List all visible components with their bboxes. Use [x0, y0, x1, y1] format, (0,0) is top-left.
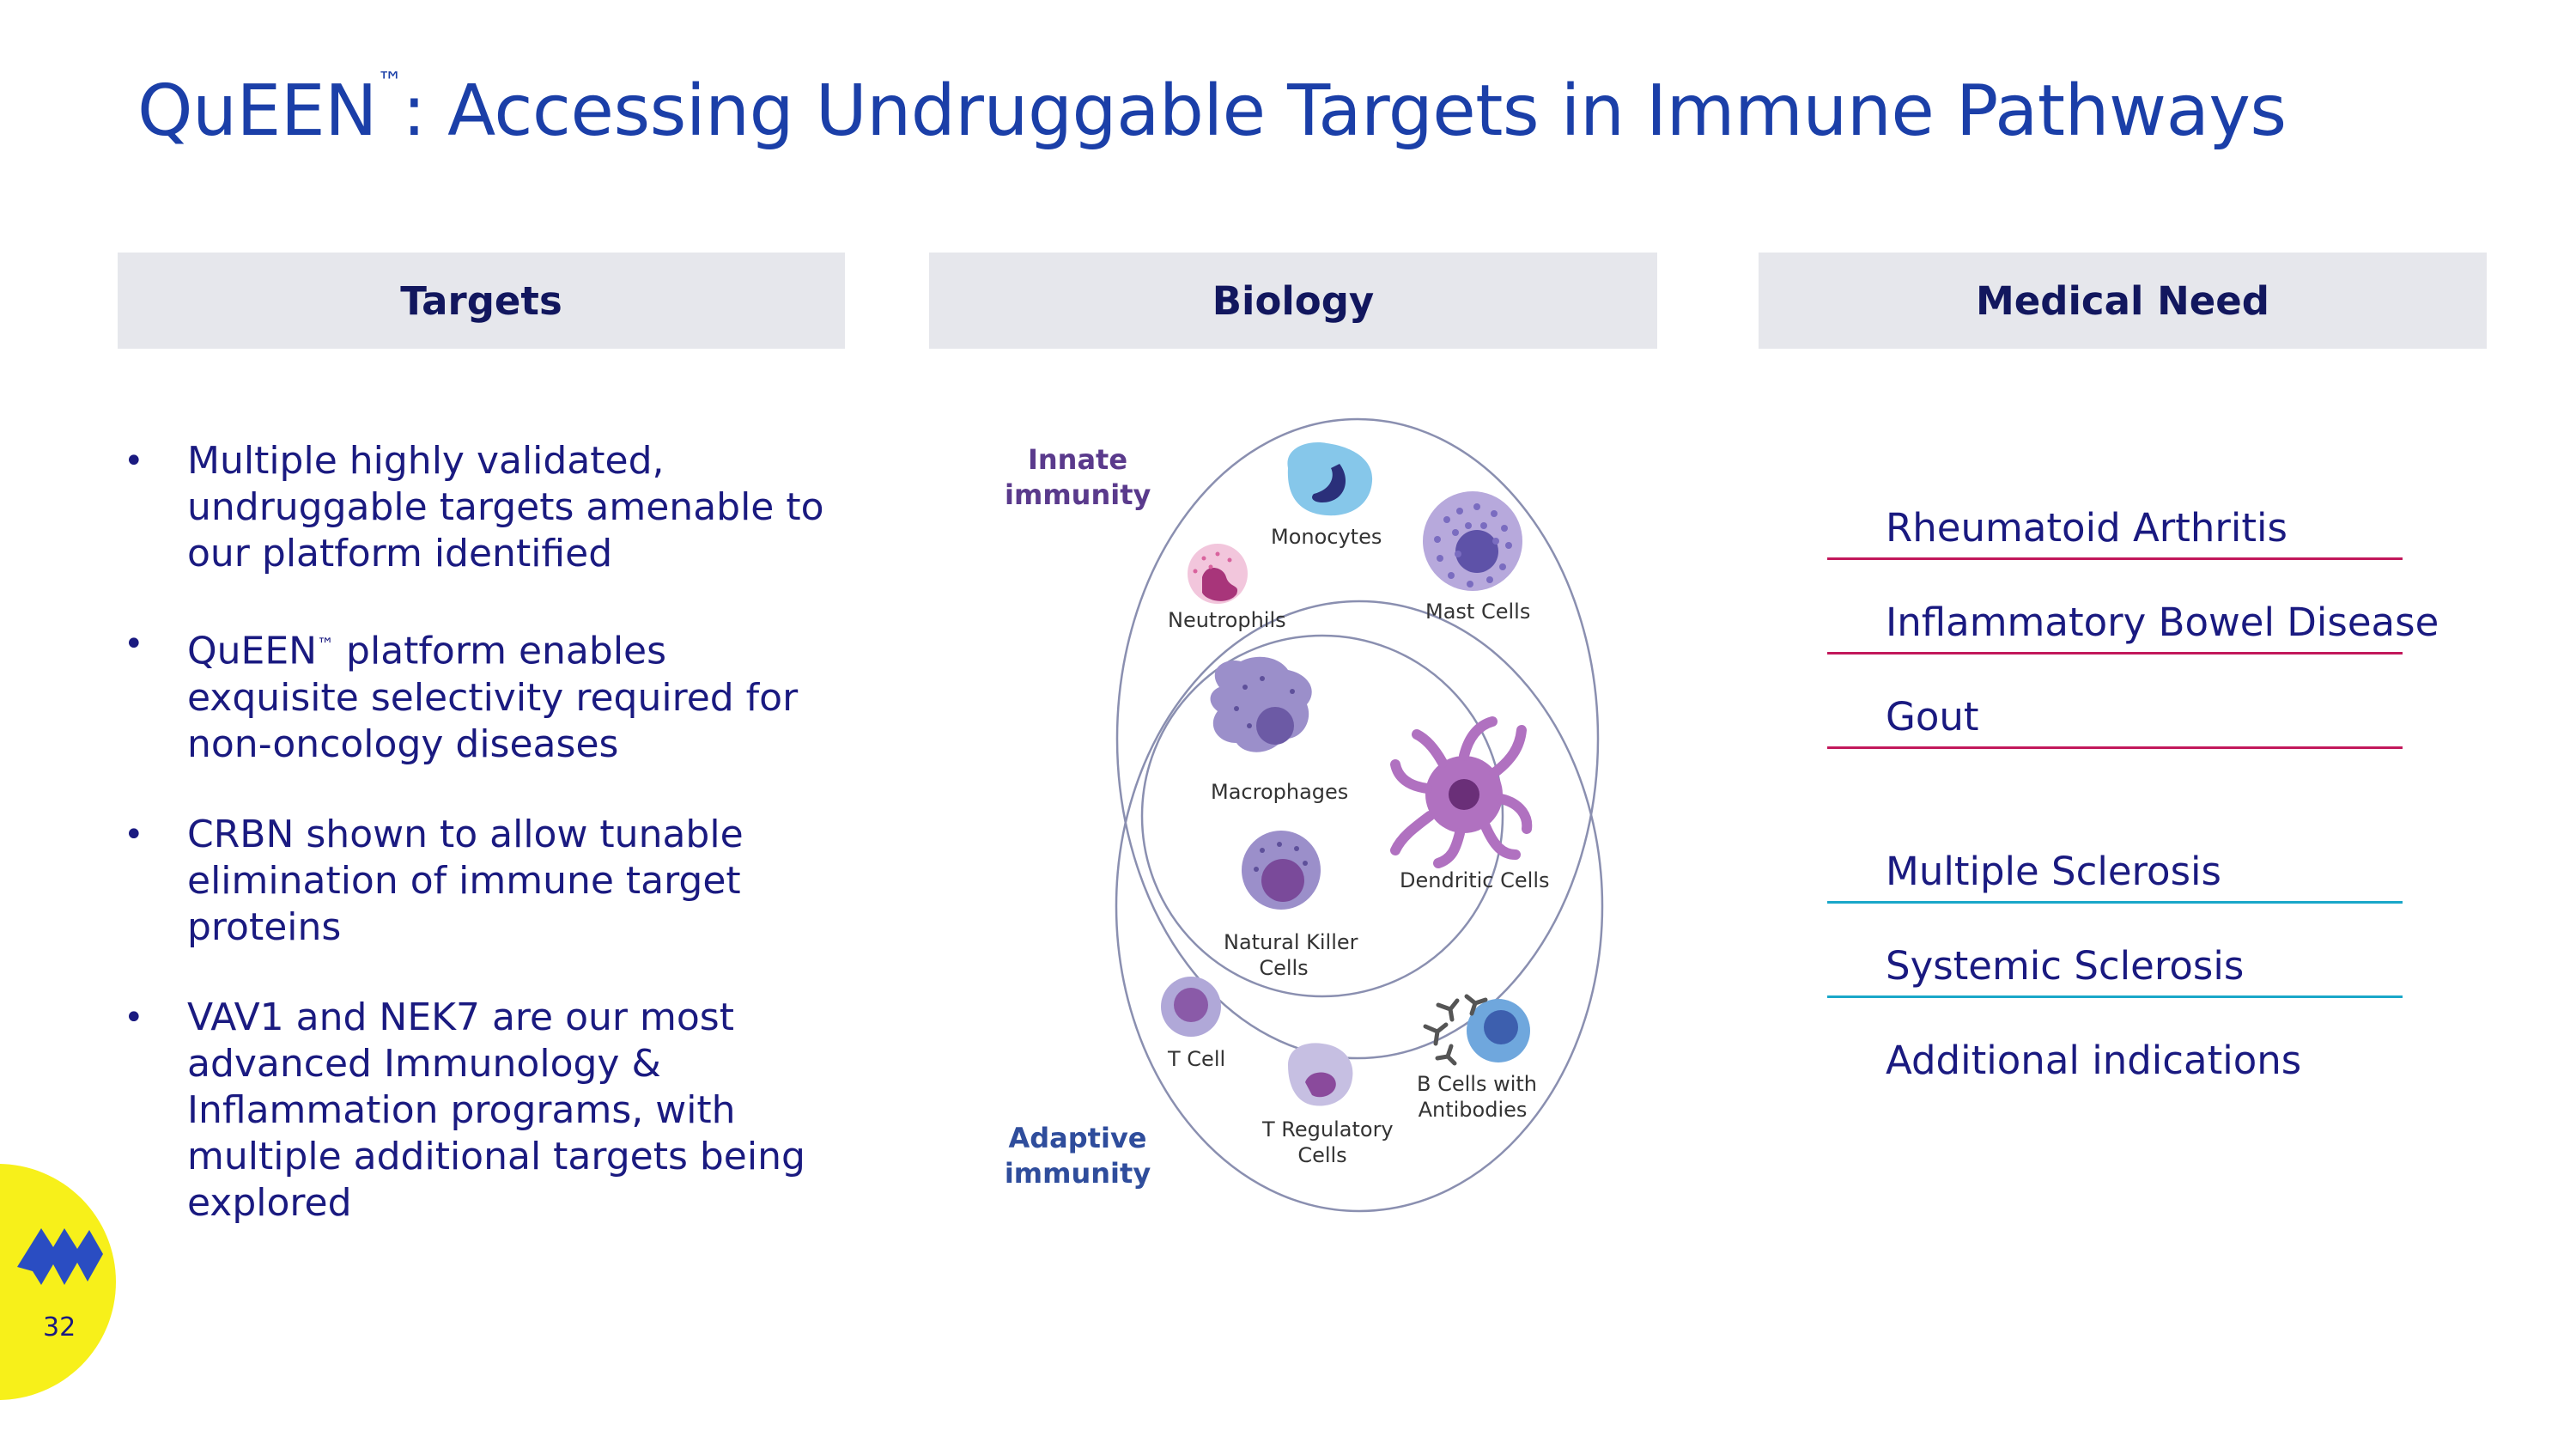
page-number: 32: [43, 1312, 76, 1342]
dendritic-cells-label: Dendritic Cells: [1400, 868, 1550, 892]
neutrophils-label: Neutrophils: [1168, 608, 1286, 632]
macrophage-icon: [1210, 656, 1312, 752]
need-item: Inflammatory Bowel Disease: [1827, 567, 2439, 654]
neutrophil-icon: [1188, 544, 1248, 604]
natural-killer-icon: [1242, 831, 1321, 910]
mast-cell-icon: [1423, 491, 1522, 591]
mast-cells-label: Mast Cells: [1425, 600, 1531, 624]
t-cell-icon: [1161, 977, 1221, 1037]
innate-ellipse: [1115, 417, 1600, 1060]
biology-header: Biology: [929, 253, 1657, 349]
bullet-item: Multiple highly validated, undruggable t…: [120, 438, 833, 577]
bullet-item: VAV1 and NEK7 are our most advanced Immu…: [120, 995, 833, 1227]
monocytes-label: Monocytes: [1271, 525, 1382, 549]
targets-header: Targets: [118, 253, 845, 349]
company-logo-icon: [17, 1228, 103, 1285]
need-item: Additional indications: [1886, 1038, 2302, 1083]
dendritic-cell-icon: [1390, 716, 1533, 868]
overlap-circle: [1140, 634, 1504, 998]
targets-list: Multiple highly validated, undruggable t…: [120, 438, 833, 1270]
t-regulatory-icon: [1288, 1043, 1353, 1106]
bullet-item: QuEEN™ platform enables exquisite select…: [120, 621, 833, 768]
page-title: QuEEN™: Accessing Undruggable Targets in…: [137, 67, 2287, 152]
monocyte-icon: [1287, 442, 1373, 516]
macrophages-label: Macrophages: [1211, 780, 1349, 804]
need-item: Gout: [1827, 661, 2403, 749]
bullet-item: CRBN shown to allow tunable elimination …: [120, 812, 833, 951]
need-item: Multiple Sclerosis: [1827, 816, 2403, 904]
need-item: Systemic Sclerosis: [1827, 910, 2403, 998]
adaptive-ellipse: [1115, 600, 1604, 1213]
medical-need-header: Medical Need: [1759, 253, 2487, 349]
need-item: Rheumatoid Arthritis: [1827, 472, 2403, 560]
t-cell-label: T Cell: [1168, 1047, 1226, 1071]
b-cell-antibodies-icon: [1423, 994, 1530, 1066]
